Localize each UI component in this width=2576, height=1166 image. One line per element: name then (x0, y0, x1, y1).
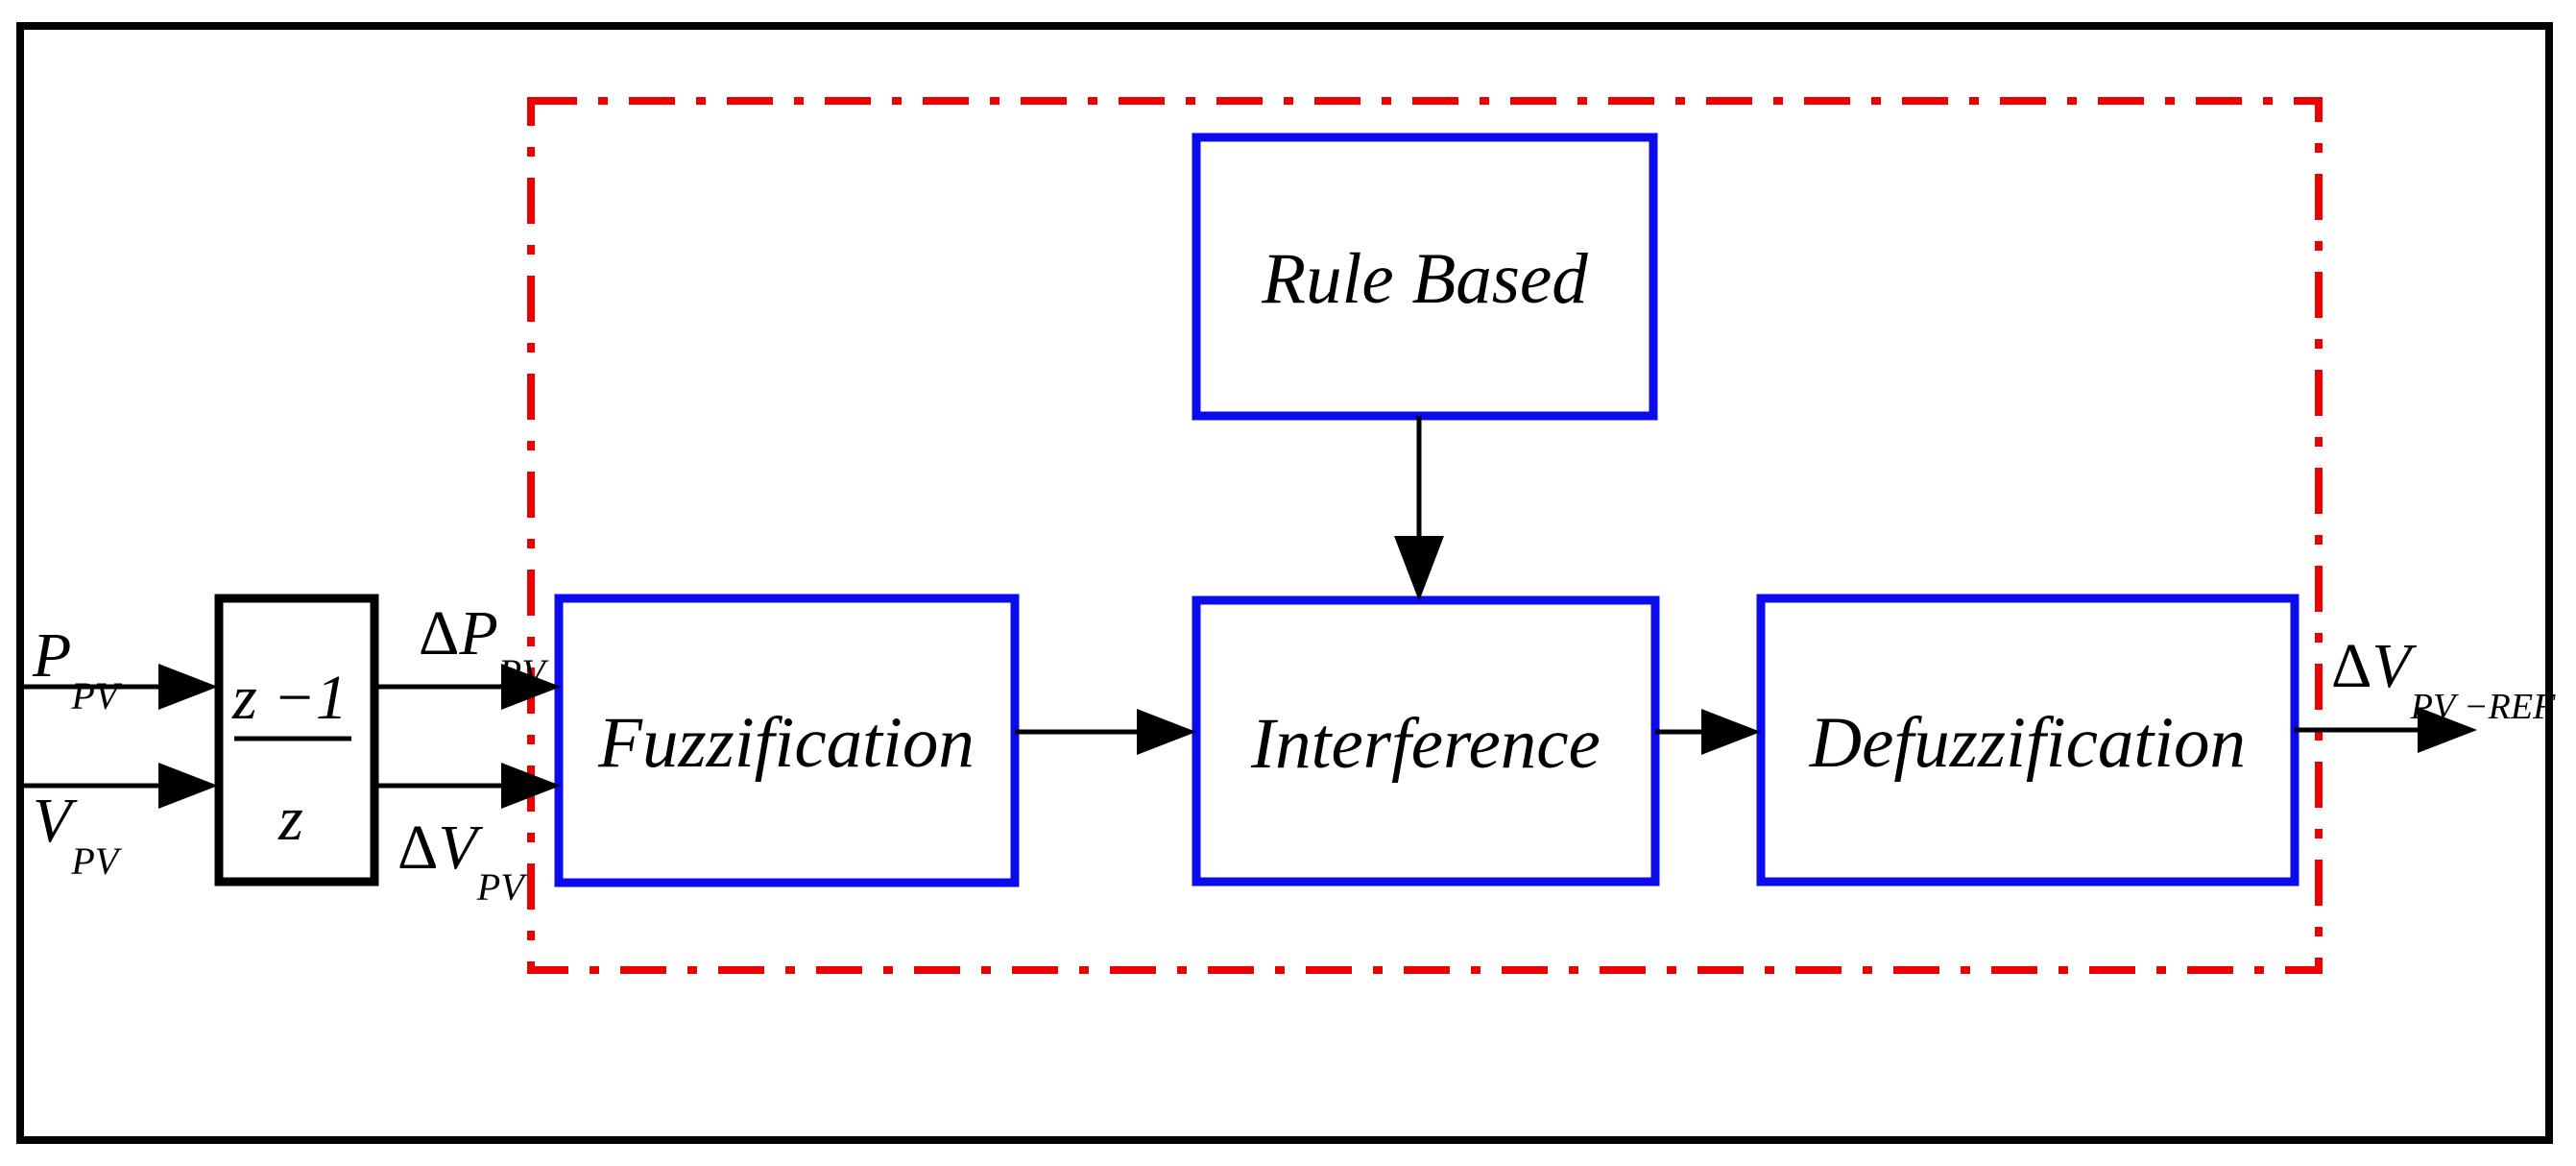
delta-p-arrowhead-icon (501, 664, 561, 710)
delta-v-pv-sub: PV (476, 865, 528, 909)
rule-based-label: Rule Based (1261, 239, 1588, 319)
delta-v-pv-label: ΔVPV (397, 813, 528, 909)
v-pv-label: VPV (33, 786, 123, 883)
delta-v-arrowhead-icon (501, 763, 561, 809)
p-pv-sub: PV (70, 674, 122, 717)
p-pv-label: PPV (32, 620, 123, 717)
fuzzification-block (554, 594, 1020, 887)
rule-based-block (1192, 133, 1658, 421)
delta-v-pv-ref-delta: Δ (2331, 631, 2371, 701)
interference-block (1192, 595, 1660, 887)
derivative-denominator: z (277, 784, 303, 854)
defuzzification-label: Defuzzification (1809, 703, 2246, 783)
interference-to-defuzzification-arrowhead-icon (1701, 709, 1761, 755)
delta-v-pv-ref-label: ΔVPV −REF (2331, 631, 2556, 727)
rule-based-to-interference-arrowhead-icon (1394, 536, 1444, 601)
interference-label: Interference (1250, 704, 1601, 784)
fuzzification-label: Fuzzification (597, 703, 975, 783)
delta-p-pv-sub: PV (497, 651, 549, 694)
delta-p-pv-label: ΔPPV (419, 598, 549, 694)
v-pv-sub: PV (70, 839, 122, 883)
delta-v-pv-main: V (438, 813, 483, 883)
fuzzification-to-interference-arrowhead-icon (1137, 709, 1196, 755)
p-pv-main: P (32, 620, 71, 691)
delta-p-pv-delta: Δ (419, 598, 459, 668)
v-pv-arrowhead-icon (158, 763, 218, 809)
controller-boundary-dashed (527, 97, 2323, 974)
outer-frame (16, 22, 2553, 1144)
derivative-block (214, 594, 379, 887)
derivative-numerator: z −1 (231, 663, 348, 733)
delta-v-pv-delta: Δ (397, 813, 438, 883)
p-pv-arrowhead-icon (158, 664, 218, 710)
output-arrowhead-icon (2418, 707, 2477, 753)
delta-v-pv-ref-sub: PV −REF (2410, 687, 2556, 727)
delta-v-pv-ref-main: V (2371, 631, 2417, 701)
defuzzification-block (1756, 594, 2299, 887)
delta-p-pv-main: P (458, 598, 497, 668)
v-pv-main: V (33, 786, 78, 856)
